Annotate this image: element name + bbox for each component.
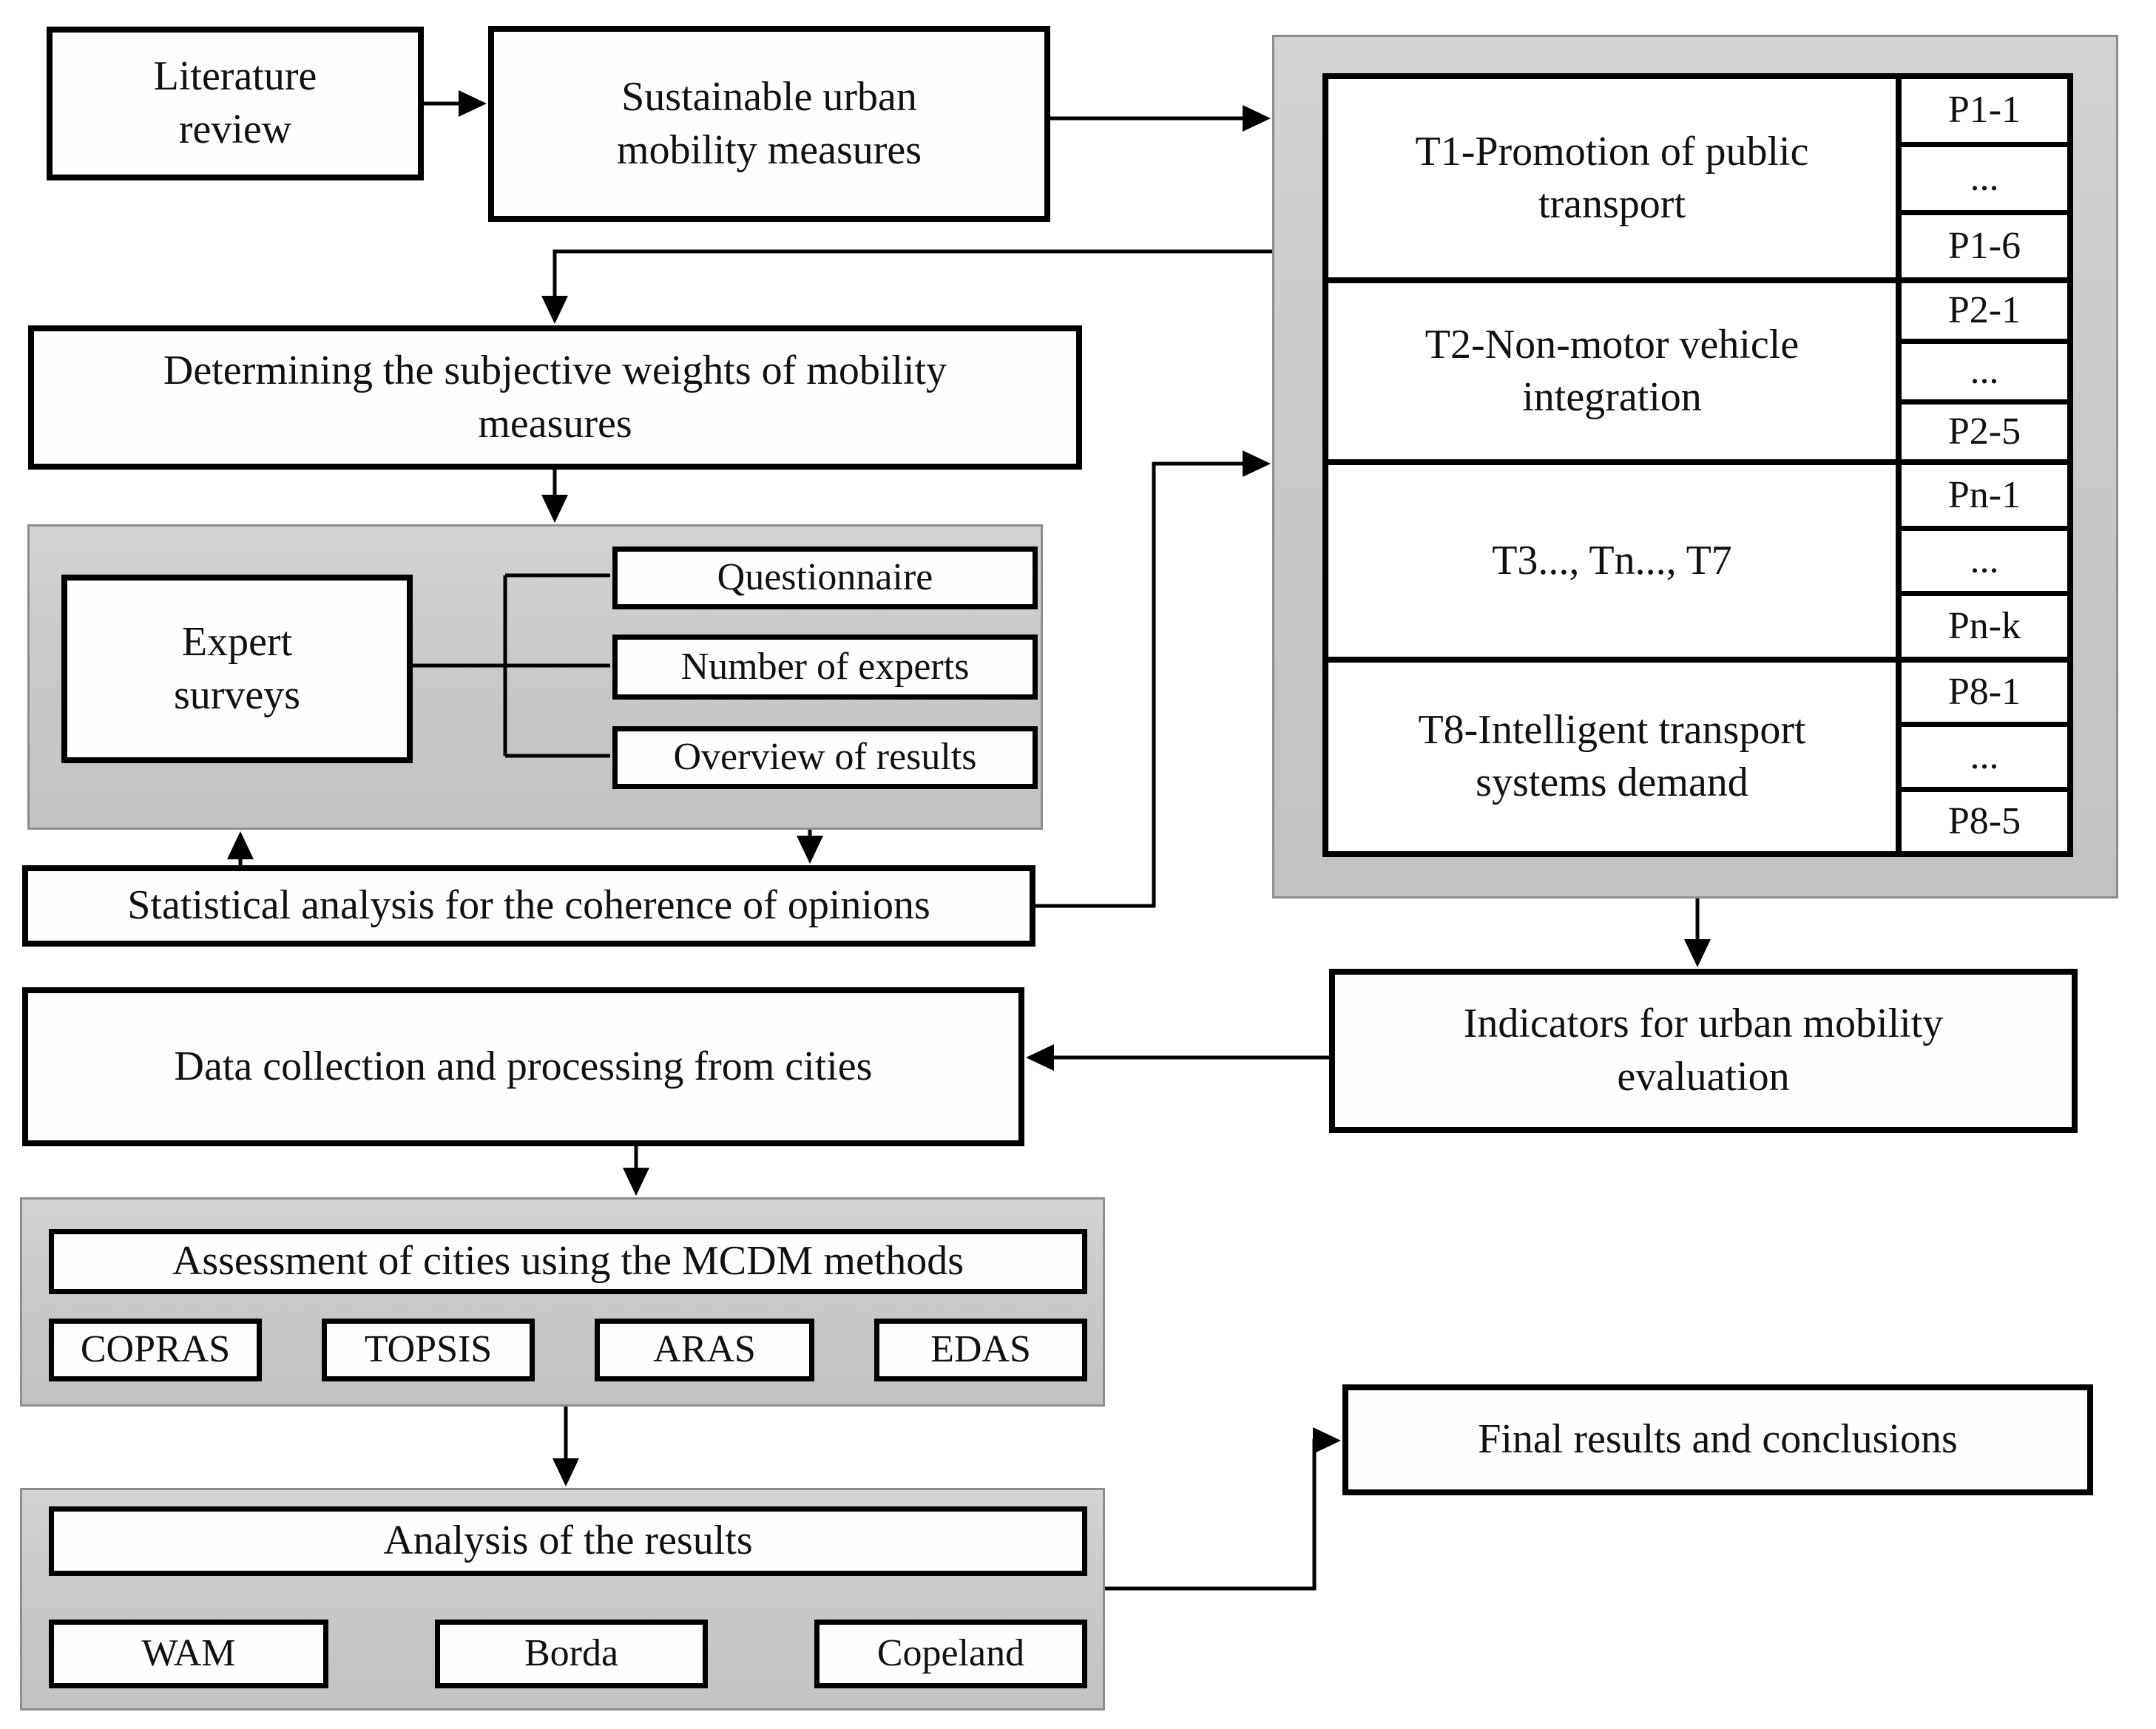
p-cell: P8-1 bbox=[1902, 662, 2067, 723]
sustainable-measures-box: Sustainable urban mobility measures bbox=[488, 26, 1050, 222]
t1-pcol: P1-1 ... P1-6 bbox=[1902, 79, 2067, 278]
expert-surveys-panel: Expert surveys Questionnaire Number of e… bbox=[27, 524, 1043, 830]
p-cell: P8-5 bbox=[1902, 791, 2067, 851]
table-row-t2: T2-Non-motor vehicle integration P2-1 ..… bbox=[1328, 283, 2067, 466]
t8-label-cell: T8-Intelligent transport systems demand bbox=[1328, 662, 1902, 851]
p-cell: ... bbox=[1902, 525, 2067, 597]
p-cell-label: P2-5 bbox=[1947, 410, 2021, 453]
arrow-sustainable-to-tpanel bbox=[1050, 105, 1271, 132]
topsis-label: TOPSIS bbox=[364, 1328, 493, 1371]
indicators-label: Indicators for urban mobility evaluation bbox=[1463, 1001, 1944, 1100]
t2-label-cell: T2-Non-motor vehicle integration bbox=[1328, 283, 1902, 460]
topsis-box: TOPSIS bbox=[322, 1319, 535, 1381]
wam-label: WAM bbox=[141, 1632, 236, 1675]
p-cell-label: ... bbox=[1970, 156, 1999, 199]
statistical-analysis-box: Statistical analysis for the coherence o… bbox=[22, 865, 1035, 947]
t3-label-cell: T3..., Tn..., T7 bbox=[1328, 465, 1902, 657]
mobility-measures-panel: T1-Promotion of public transport P1-1 ..… bbox=[1272, 35, 2118, 899]
p-cell: Pn-1 bbox=[1902, 465, 2067, 526]
table-row-t8: T8-Intelligent transport systems demand … bbox=[1328, 662, 2067, 851]
arrow-determining-to-expert-panel bbox=[541, 470, 568, 523]
t2-pcol: P2-1 ... P2-5 bbox=[1902, 283, 2067, 460]
p-cell-label: Pn-k bbox=[1947, 604, 2021, 647]
arrow-statistical-to-expert-panel bbox=[227, 831, 254, 865]
indicators-box: Indicators for urban mobility evaluation bbox=[1329, 969, 2078, 1133]
t2-label: T2-Non-motor vehicle integration bbox=[1425, 321, 1800, 421]
literature-review-box: Literature review bbox=[47, 27, 424, 180]
p-cell: ... bbox=[1902, 339, 2067, 405]
determining-weights-label: Determining the subjective weights of mo… bbox=[163, 347, 947, 447]
p-cell-label: ... bbox=[1970, 539, 1999, 582]
t8-pcol: P8-1 ... P8-5 bbox=[1902, 662, 2067, 851]
aras-box: ARAS bbox=[595, 1319, 814, 1381]
analysis-panel: Analysis of the results WAM Borda Copela… bbox=[20, 1488, 1105, 1711]
statistical-analysis-label: Statistical analysis for the coherence o… bbox=[127, 882, 930, 929]
aras-label: ARAS bbox=[653, 1328, 756, 1371]
p-cell-label: P8-5 bbox=[1947, 799, 2021, 842]
arrow-tpanel-to-indicators bbox=[1684, 899, 1711, 967]
arrow-mcdm-to-analysis bbox=[552, 1407, 579, 1486]
p-cell: P2-1 bbox=[1902, 283, 2067, 339]
expert-surveys-label: Expert surveys bbox=[173, 618, 301, 718]
arrow-tpanel-to-determining bbox=[541, 249, 1272, 324]
sustainable-measures-label: Sustainable urban mobility measures bbox=[616, 73, 922, 173]
borda-box: Borda bbox=[435, 1620, 708, 1688]
t3-pcol: Pn-1 ... Pn-k bbox=[1902, 465, 2067, 657]
final-results-label: Final results and conclusions bbox=[1478, 1416, 1958, 1463]
arrow-literature-to-sustainable bbox=[424, 90, 487, 117]
p-cell: P1-6 bbox=[1902, 214, 2067, 278]
p-cell: ... bbox=[1902, 722, 2067, 792]
p-cell-label: ... bbox=[1970, 350, 1999, 393]
p-cell-label: P8-1 bbox=[1947, 670, 2021, 713]
wam-box: WAM bbox=[49, 1620, 328, 1688]
p-cell-label: P2-1 bbox=[1947, 289, 2021, 332]
p-cell: Pn-k bbox=[1902, 596, 2067, 657]
questionnaire-box: Questionnaire bbox=[612, 547, 1038, 609]
p-cell: ... bbox=[1902, 141, 2067, 215]
number-of-experts-box: Number of experts bbox=[612, 635, 1038, 700]
overview-of-results-box: Overview of results bbox=[612, 726, 1038, 789]
p-cell-label: Pn-1 bbox=[1947, 473, 2021, 516]
copeland-box: Copeland bbox=[814, 1620, 1087, 1688]
overview-of-results-label: Overview of results bbox=[673, 736, 977, 779]
analysis-header-box: Analysis of the results bbox=[49, 1506, 1087, 1576]
arrow-analysis-to-final bbox=[1105, 1427, 1341, 1591]
determining-weights-box: Determining the subjective weights of mo… bbox=[28, 325, 1082, 470]
arrow-data-collection-to-mcdm bbox=[623, 1146, 649, 1196]
p-cell-label: P1-6 bbox=[1947, 224, 2021, 267]
analysis-header-label: Analysis of the results bbox=[383, 1517, 753, 1564]
data-collection-label: Data collection and processing from citi… bbox=[174, 1043, 873, 1089]
p-cell: P2-5 bbox=[1902, 404, 2067, 460]
edas-box: EDAS bbox=[874, 1319, 1087, 1381]
table-row-t3: T3..., Tn..., T7 Pn-1 ... Pn-k bbox=[1328, 465, 2067, 663]
t3-label: T3..., Tn..., T7 bbox=[1492, 537, 1732, 583]
arrow-indicators-to-data-collection bbox=[1026, 1044, 1329, 1071]
arrow-expert-panel-to-statistical bbox=[797, 830, 823, 864]
p-cell-label: ... bbox=[1970, 735, 1999, 778]
questionnaire-label: Questionnaire bbox=[717, 556, 933, 599]
p-cell: P1-1 bbox=[1902, 79, 2067, 142]
p-cell-label: P1-1 bbox=[1947, 89, 2021, 132]
literature-review-label: Literature review bbox=[153, 53, 317, 152]
measures-table: T1-Promotion of public transport P1-1 ..… bbox=[1322, 73, 2073, 857]
copras-box: COPRAS bbox=[49, 1319, 262, 1381]
data-collection-box: Data collection and processing from citi… bbox=[22, 987, 1024, 1146]
mcdm-panel: Assessment of cities using the MCDM meth… bbox=[20, 1197, 1105, 1407]
t1-label: T1-Promotion of public transport bbox=[1415, 128, 1809, 228]
arrow-statistical-to-tpanel bbox=[1035, 450, 1271, 908]
mcdm-header-label: Assessment of cities using the MCDM meth… bbox=[172, 1238, 964, 1285]
t8-label: T8-Intelligent transport systems demand bbox=[1418, 706, 1806, 806]
expert-surveys-box: Expert surveys bbox=[61, 575, 413, 763]
t1-label-cell: T1-Promotion of public transport bbox=[1328, 79, 1902, 278]
number-of-experts-label: Number of experts bbox=[680, 645, 970, 688]
edas-label: EDAS bbox=[930, 1328, 1031, 1371]
copeland-label: Copeland bbox=[876, 1632, 1025, 1675]
borda-label: Borda bbox=[524, 1632, 619, 1675]
final-results-box: Final results and conclusions bbox=[1342, 1384, 2093, 1495]
copras-label: COPRAS bbox=[80, 1328, 231, 1371]
table-row-t1: T1-Promotion of public transport P1-1 ..… bbox=[1328, 79, 2067, 284]
mcdm-header-box: Assessment of cities using the MCDM meth… bbox=[49, 1229, 1087, 1294]
